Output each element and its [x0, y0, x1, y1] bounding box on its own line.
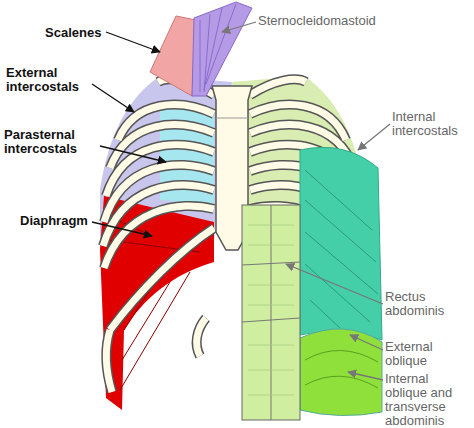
scalenes	[150, 16, 196, 96]
muscle-label: Sternocleidomastoid	[258, 14, 428, 28]
muscle-label: External intercostals	[6, 66, 101, 94]
leader-line	[92, 84, 134, 112]
muscle-label: Scalenes	[45, 26, 125, 40]
muscle-label: Parasternal intercostals	[4, 128, 104, 156]
rib	[103, 79, 214, 392]
rib-outline	[103, 79, 214, 392]
leader-line	[286, 264, 383, 304]
muscle-label: Internal intercostals	[392, 110, 474, 138]
muscle-label: External oblique	[385, 340, 470, 368]
muscle-label: Diaphragm	[20, 214, 110, 228]
rectus-fibres	[248, 225, 294, 395]
internal-oblique	[300, 329, 382, 416]
leader-line	[350, 335, 383, 350]
leader-line	[92, 222, 152, 236]
leader-line	[222, 22, 256, 32]
tendinous-intersections	[242, 205, 300, 420]
muscle-label: Internal oblique and transverse abdomini…	[385, 372, 471, 428]
internal-oblique-fibres	[305, 350, 378, 388]
external-oblique	[300, 147, 382, 340]
sternal-angle	[216, 118, 248, 119]
muscle-fibres	[200, 4, 236, 92]
oblique-fibres	[305, 170, 378, 328]
muscle-label: Rectus abdominis	[385, 290, 470, 318]
rectus-abdominis	[242, 205, 300, 420]
leader-line	[100, 146, 166, 162]
leader-line	[348, 372, 383, 380]
leader-line	[106, 32, 160, 52]
sternocleidomastoid	[192, 2, 252, 96]
leader-line	[358, 124, 390, 150]
